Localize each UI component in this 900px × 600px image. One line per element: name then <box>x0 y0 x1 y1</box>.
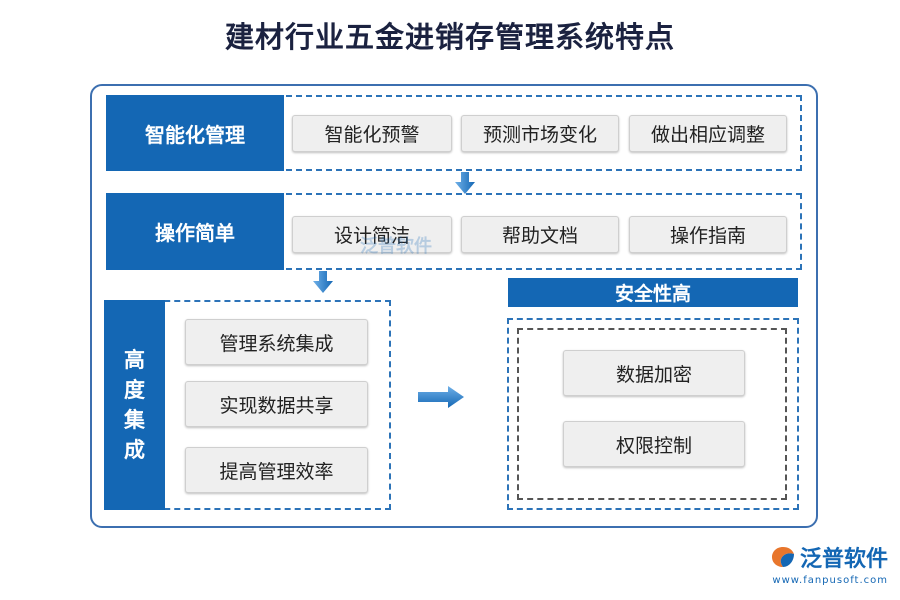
outer-frame <box>90 84 818 528</box>
logo-name: 泛普软件 <box>799 547 888 572</box>
heading-char: 成 <box>124 438 145 462</box>
heading-char: 高 <box>124 348 145 372</box>
heading-char: 度 <box>124 378 145 402</box>
item-market-forecast: 预测市场变化 <box>461 115 619 152</box>
item-adjustment: 做出相应调整 <box>629 115 787 152</box>
section-security-inner <box>517 328 787 500</box>
section-smart-management-heading: 智能化管理 <box>106 95 284 171</box>
brand-logo: 泛普软件 www.fanpusoft.com <box>770 541 888 586</box>
item-data-encryption: 数据加密 <box>563 350 745 396</box>
logo-icon <box>771 547 794 567</box>
item-permission-control: 权限控制 <box>563 421 745 467</box>
page-title: 建材行业五金进销存管理系统特点 <box>224 20 675 54</box>
item-simple-design: 设计简洁 <box>292 216 452 253</box>
arrow-right <box>418 386 464 408</box>
item-operation-guide: 操作指南 <box>629 216 787 253</box>
item-efficiency: 提高管理效率 <box>185 447 368 493</box>
arrow-down-2 <box>313 271 333 293</box>
item-system-integration: 管理系统集成 <box>185 319 368 365</box>
item-data-sharing: 实现数据共享 <box>185 381 368 427</box>
item-help-docs: 帮助文档 <box>461 216 619 253</box>
watermark: 泛普软件 <box>360 232 432 258</box>
logo-url: www.fanpusoft.com <box>772 575 888 586</box>
item-smart-warning: 智能化预警 <box>292 115 452 152</box>
section-security-heading: 安全性高 <box>508 278 798 307</box>
section-integration-heading: 高 度 集 成 <box>104 300 165 510</box>
arrow-down-1 <box>455 172 475 194</box>
watermark-text: 泛普软件 <box>360 236 432 257</box>
section-security-outer <box>507 318 799 510</box>
section-easy-operation-heading: 操作简单 <box>106 193 284 270</box>
heading-char: 集 <box>124 408 145 432</box>
